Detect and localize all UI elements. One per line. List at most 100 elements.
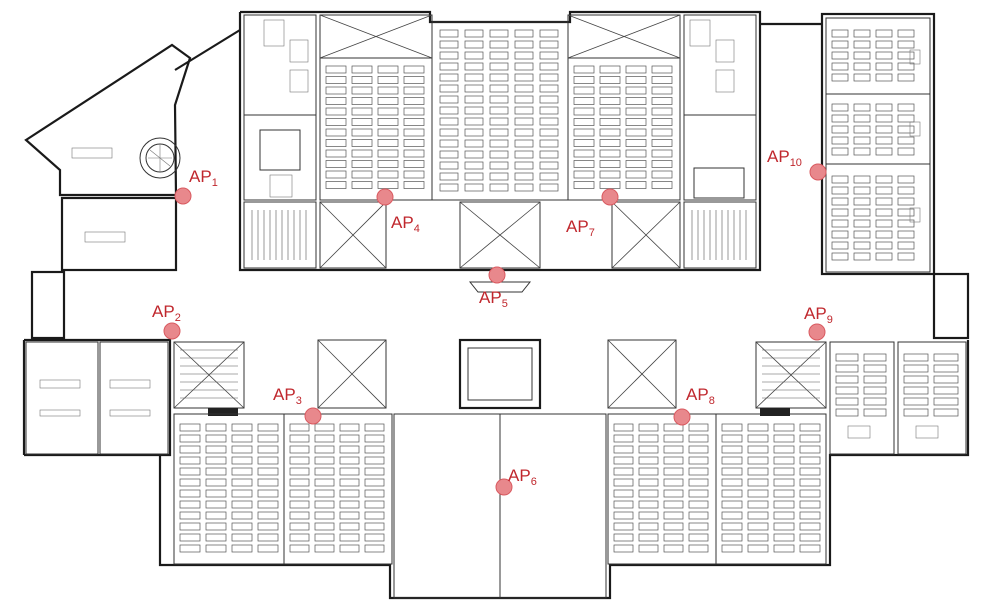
ap10-marker[interactable]: AP10 [767,147,827,181]
desk [897,73,915,82]
desk [599,160,621,168]
desk [853,40,871,49]
desk [625,107,647,116]
desk [625,181,647,189]
desk [651,149,673,158]
desk [464,95,484,104]
desk [573,86,595,95]
desk [853,241,871,250]
desk [875,197,893,206]
right-wing-rooms [825,17,931,273]
desk [747,434,769,443]
desk [403,181,425,189]
desk [231,434,253,443]
desk [314,511,335,520]
desk [489,84,509,93]
ap6-marker[interactable]: AP6 [495,466,537,496]
desk [539,62,559,71]
ap2-marker[interactable]: AP2 [152,302,181,340]
desk [514,183,534,192]
desk [179,467,201,476]
desk [853,114,871,123]
desk [863,408,887,417]
desk [688,511,709,520]
desk [599,65,621,74]
ap4-marker[interactable]: AP4 [376,188,420,235]
desk [257,489,279,498]
desk [625,160,647,168]
desk [464,128,484,137]
desk [205,500,227,509]
desk [747,467,769,476]
desk [403,107,425,116]
desk [325,118,347,126]
ap5-marker[interactable]: AP5 [479,266,508,310]
desk [289,533,310,542]
desk [663,445,684,454]
desk [377,65,399,74]
svg-text:AP10: AP10 [767,147,802,169]
desk [339,478,360,487]
desk [364,445,385,454]
desk [688,478,709,487]
desk [688,434,709,443]
desk [314,467,335,476]
ap-number: 5 [502,298,508,310]
desk [403,118,425,126]
desk [439,106,459,115]
desk [464,117,484,126]
ap7-marker[interactable]: AP7 [566,188,619,239]
desk [663,467,684,476]
ap1-marker[interactable]: AP1 [174,167,218,205]
desk [489,161,509,170]
desk [179,423,201,432]
ap8-marker[interactable]: AP8 [673,385,715,426]
desk [799,445,821,454]
desk [351,149,373,158]
desk [831,136,849,145]
desk [663,489,684,498]
desk [773,533,795,542]
desk [439,128,459,137]
desk [231,544,253,553]
desk [339,467,360,476]
desk [835,353,859,362]
desk [377,97,399,105]
desk [875,136,893,145]
desk [897,125,915,134]
desk [799,533,821,542]
desk [613,533,634,542]
desk [325,139,347,147]
access-point-layer: AP1 AP2 AP3 AP4 AP5 AP6 AP7 AP8 [152,147,833,496]
desk [314,445,335,454]
desk [625,97,647,105]
ap-number: 9 [827,314,833,326]
desk [613,522,634,531]
desk [835,397,859,406]
desk [599,76,621,84]
desk [875,40,893,49]
desk [625,149,647,158]
desk [489,183,509,192]
desk [573,149,595,158]
desk [663,533,684,542]
desk [289,489,310,498]
desk [514,84,534,93]
svg-text:AP8: AP8 [686,385,715,407]
desk [688,445,709,454]
desk [364,489,385,498]
desk [339,500,360,509]
desk [489,73,509,82]
desk [853,186,871,195]
ap3-marker[interactable]: AP3 [273,385,322,425]
desk [638,489,659,498]
desk [257,467,279,476]
desk [853,125,871,134]
desk [613,489,634,498]
desk [205,434,227,443]
ap9-marker[interactable]: AP9 [804,304,833,341]
desk [231,467,253,476]
desk [863,375,887,384]
desk [688,489,709,498]
desk [377,170,399,179]
